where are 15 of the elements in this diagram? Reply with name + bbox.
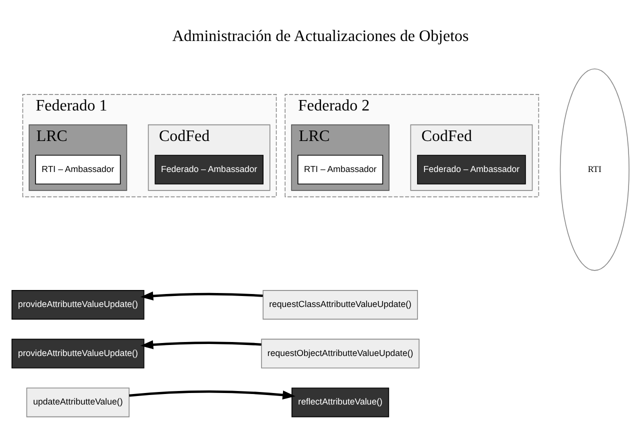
node-box: RTI – Ambassador [35,154,121,184]
node-box: updateAttributteValue() [26,388,130,418]
node-box: Federado – Ambassador [154,154,264,184]
node-box: reflectAttributeValue() [292,388,390,418]
node-box: provideAttributteValueUpdate() [12,338,144,368]
node-box: Federado – Ambassador [417,154,526,184]
diagram-title: Administración de Actualizaciones de Objetos [172,28,469,46]
node-box: requestClassAttributteValueUpdate() [262,290,418,320]
arrow [129,390,296,400]
node-box: requestObjectAttributteValueUpdate() [261,338,420,368]
node-box: RTI – Ambassador [298,154,384,184]
arrow [140,292,263,300]
node-ellipse: RTI [560,68,630,271]
node-box: provideAttributteValueUpdate() [12,290,144,320]
arrow [140,340,262,350]
